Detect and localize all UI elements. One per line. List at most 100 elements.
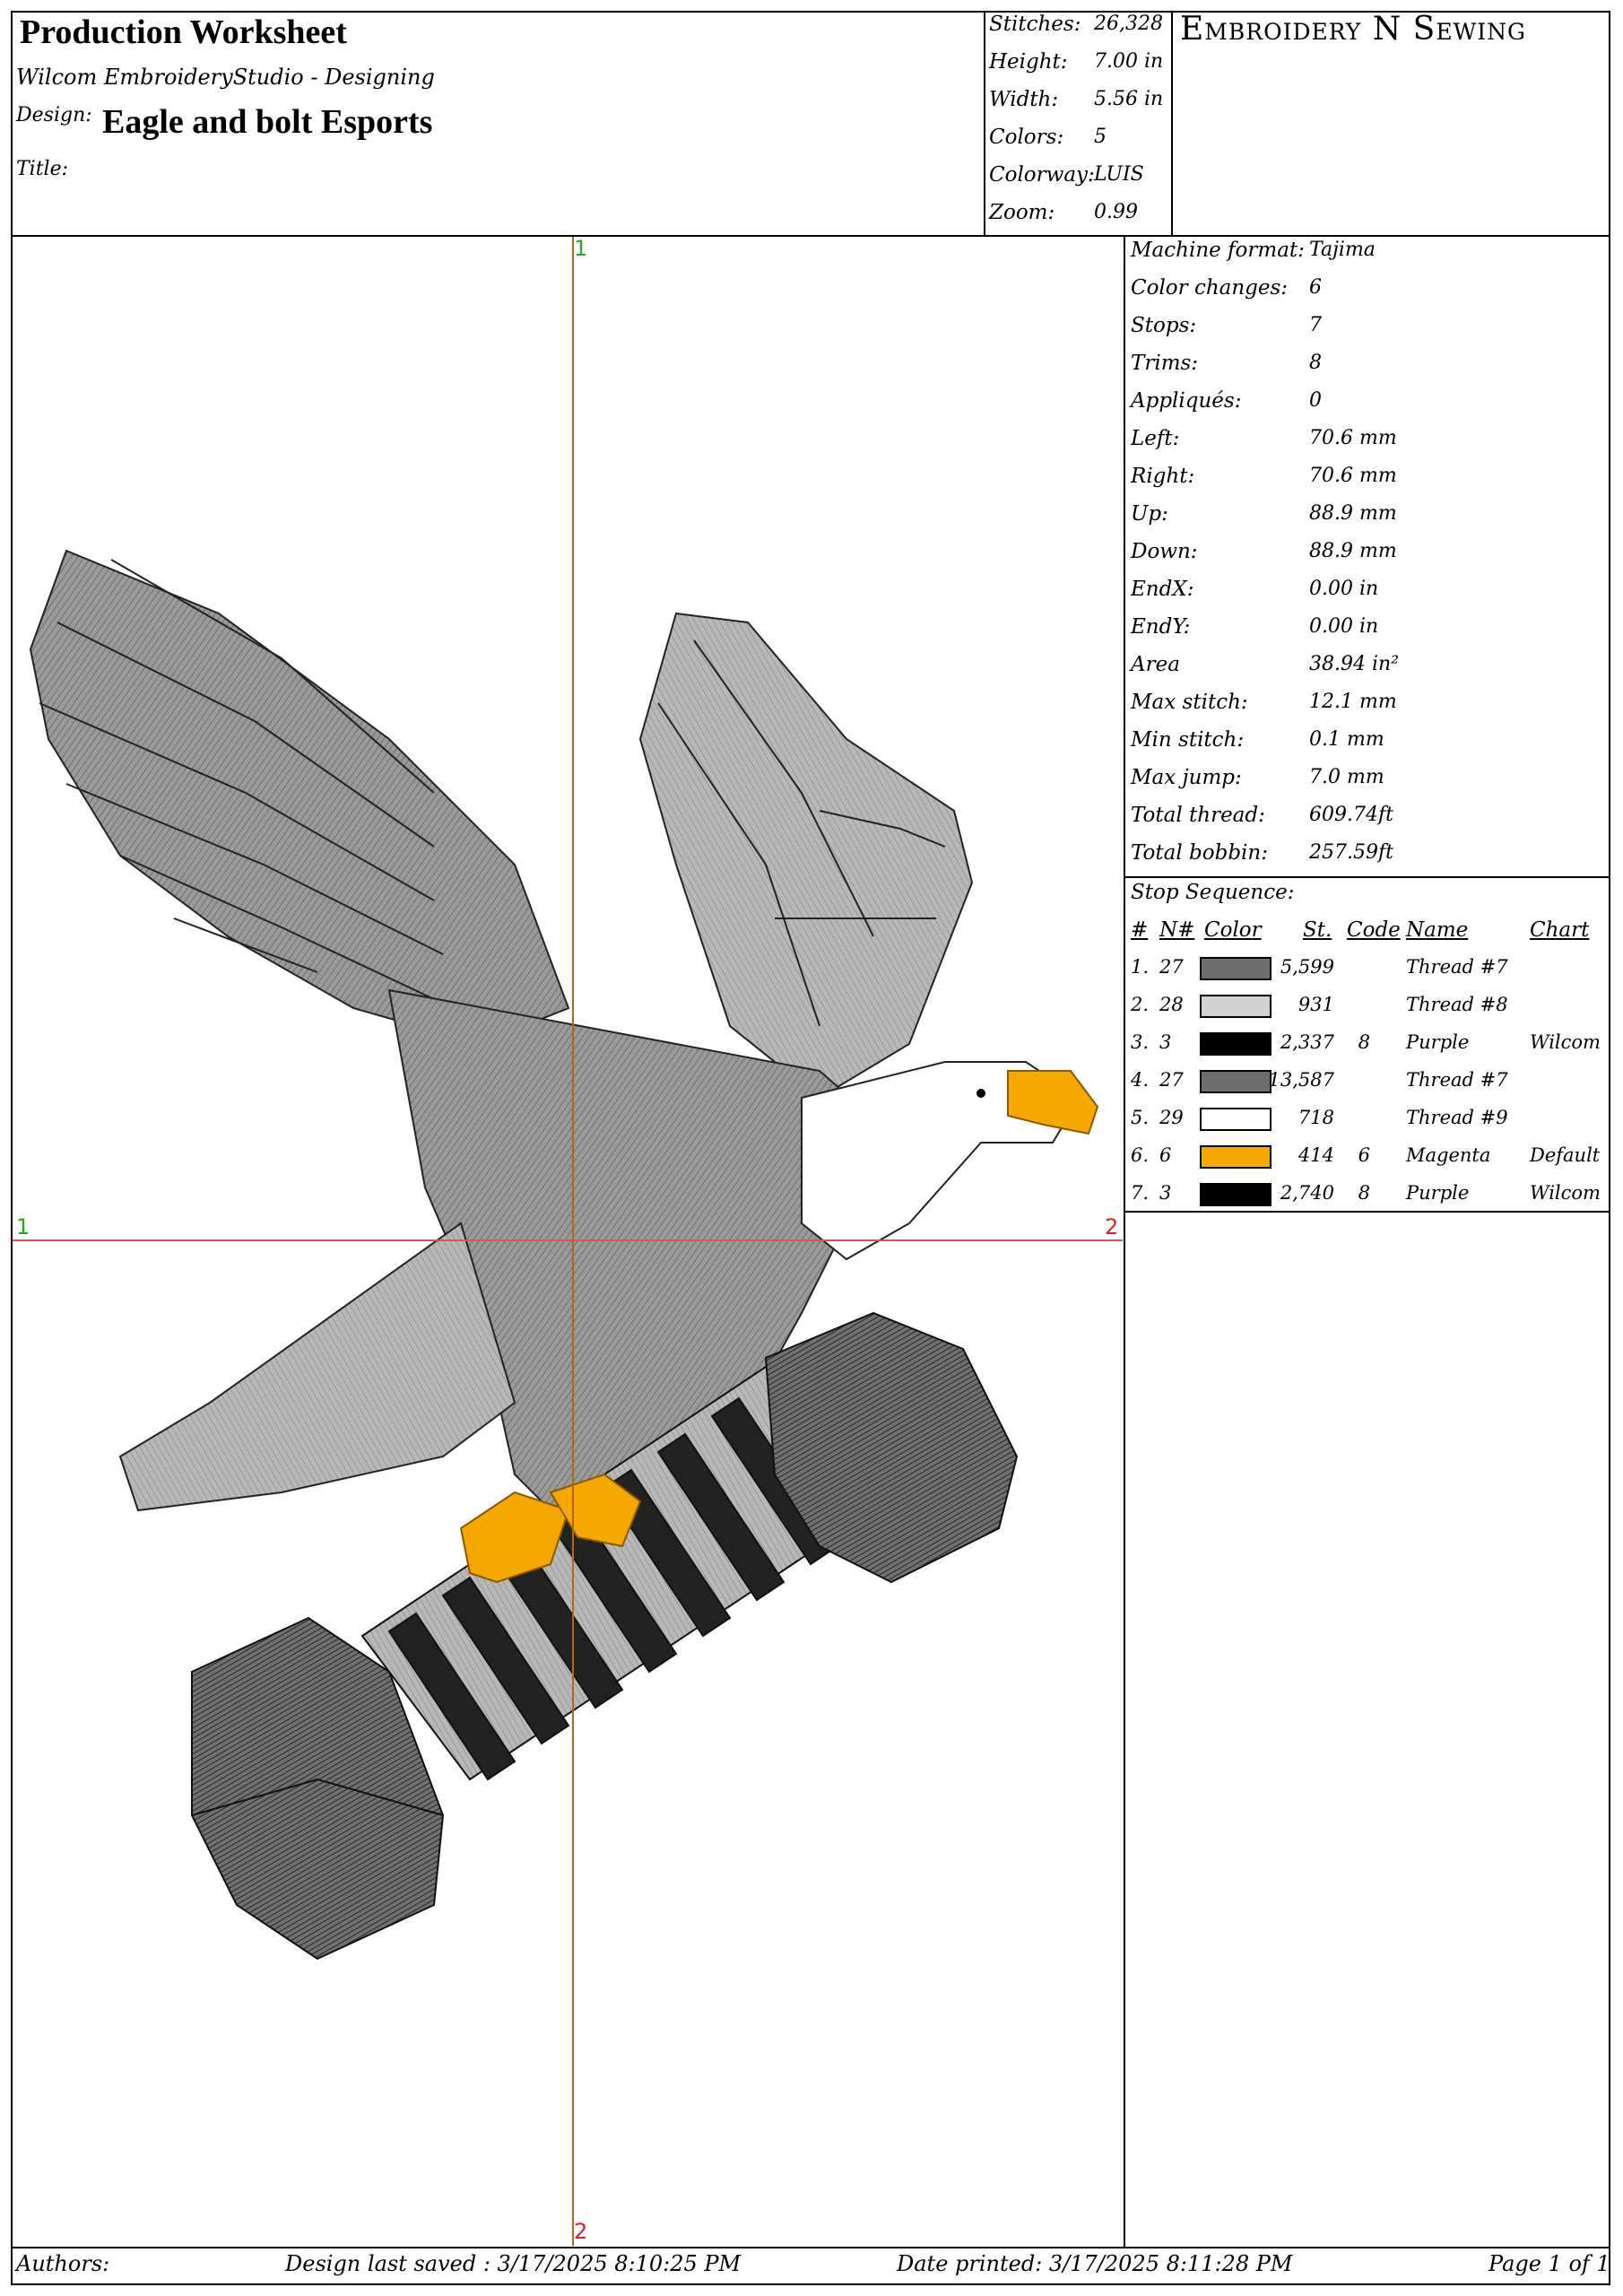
seq-code: 8 <box>1358 1031 1370 1053</box>
seq-stitches: 718 <box>1298 1107 1334 1128</box>
seq-name: Purple <box>1406 1031 1470 1053</box>
stat-label: Max jump: <box>1131 766 1242 789</box>
col-header-name: Name <box>1406 918 1469 942</box>
thread-color-swatch <box>1200 957 1271 980</box>
summary-label: Zoom: <box>989 201 1055 224</box>
design-canvas <box>13 237 1123 2246</box>
seq-chart: Wilcom <box>1530 1182 1601 1204</box>
stat-label: Area <box>1131 653 1180 676</box>
summary-label: Colorway: <box>989 163 1095 187</box>
stat-value: 6 <box>1309 276 1322 299</box>
brand-name: Embroidery N Sewing <box>1180 11 1527 48</box>
seq-num: 4. <box>1131 1069 1150 1091</box>
bolt <box>191 1311 1019 1961</box>
stat-label: EndY: <box>1131 615 1191 639</box>
header-vdivider-2 <box>1171 11 1173 235</box>
stat-label: Up: <box>1131 502 1168 526</box>
stat-value: 8 <box>1309 352 1322 374</box>
stat-value: 0.00 in <box>1309 578 1379 600</box>
design-name: Eagle and bolt Esports <box>102 103 433 141</box>
panel-divider <box>1124 235 1125 2247</box>
header-vdivider-1 <box>984 11 985 235</box>
stat-label: Trims: <box>1131 352 1199 375</box>
page-frame <box>11 11 1610 2285</box>
seq-name: Thread #7 <box>1406 1069 1508 1091</box>
title-label: Title: <box>16 158 69 180</box>
thread-color-swatch <box>1200 1032 1271 1056</box>
seq-needle: 28 <box>1159 994 1184 1015</box>
summary-value: 0.99 <box>1094 201 1138 223</box>
seq-needle: 6 <box>1159 1144 1172 1166</box>
seq-name: Thread #8 <box>1406 994 1508 1015</box>
stat-value: 257.59ft <box>1309 841 1393 864</box>
seq-name: Magenta <box>1406 1144 1491 1166</box>
stat-label: Right: <box>1131 465 1195 488</box>
footer-date-printed: Date printed: 3/17/2025 8:11:28 PM <box>897 2251 1293 2276</box>
thread-color-swatch <box>1200 1183 1271 1206</box>
stat-label: Min stitch: <box>1131 728 1245 752</box>
summary-value: LUIS <box>1094 163 1144 186</box>
summary-label: Colors: <box>989 126 1064 149</box>
seq-stitches: 2,337 <box>1280 1031 1334 1053</box>
seq-needle: 29 <box>1159 1107 1184 1128</box>
thread-color-swatch <box>1200 1108 1271 1131</box>
stats-divider <box>1124 876 1610 878</box>
col-header-code: Code <box>1347 918 1401 942</box>
stat-value: 0 <box>1309 389 1322 412</box>
stat-value: 0.1 mm <box>1309 728 1384 751</box>
seq-name: Thread #7 <box>1406 956 1508 978</box>
seq-stitches: 2,740 <box>1280 1182 1334 1204</box>
seq-num: 7. <box>1131 1182 1150 1204</box>
guide-number-h-left: 1 <box>16 1214 30 1239</box>
seq-num: 6. <box>1131 1144 1150 1166</box>
col-header-num: # <box>1131 918 1149 942</box>
stat-value: 70.6 mm <box>1309 427 1397 449</box>
stat-value: 38.94 in² <box>1309 653 1399 675</box>
thread-color-swatch <box>1200 995 1271 1018</box>
summary-value: 5 <box>1094 126 1107 148</box>
stat-label: Total thread: <box>1131 804 1265 827</box>
seq-name: Purple <box>1406 1182 1470 1204</box>
seq-name: Thread #9 <box>1406 1107 1508 1128</box>
seq-num: 5. <box>1131 1107 1150 1128</box>
summary-label: Stitches: <box>989 13 1081 36</box>
left-wing <box>29 549 570 1046</box>
seq-stitches: 414 <box>1298 1144 1334 1166</box>
seq-chart: Wilcom <box>1530 1031 1601 1053</box>
seq-num: 1. <box>1131 956 1150 978</box>
design-label: Design: <box>16 104 92 126</box>
seq-needle: 3 <box>1159 1031 1172 1053</box>
thread-color-swatch <box>1200 1145 1271 1169</box>
stat-value: 7.0 mm <box>1309 766 1384 788</box>
stat-value: 88.9 mm <box>1309 502 1397 525</box>
seq-stitches: 931 <box>1298 994 1334 1015</box>
header-divider <box>11 235 1610 237</box>
stat-value: 88.9 mm <box>1309 540 1397 562</box>
seq-code: 6 <box>1358 1144 1370 1166</box>
worksheet-title: Production Worksheet <box>20 13 347 51</box>
seq-needle: 3 <box>1159 1182 1172 1204</box>
stat-value: 7 <box>1309 314 1322 336</box>
summary-label: Height: <box>989 50 1068 74</box>
footer-authors: Authors: <box>16 2251 110 2276</box>
stat-label: Machine format: <box>1131 239 1305 262</box>
stat-label: Color changes: <box>1131 276 1289 300</box>
stat-value: 609.74ft <box>1309 804 1393 826</box>
stat-value: 70.6 mm <box>1309 465 1397 487</box>
col-header-chart: Chart <box>1530 918 1590 942</box>
seq-num: 3. <box>1131 1031 1150 1053</box>
footer-last-saved: Design last saved : 3/17/2025 8:10:25 PM <box>285 2251 742 2276</box>
sequence-divider <box>1124 1211 1610 1213</box>
stat-value: 12.1 mm <box>1309 691 1397 713</box>
summary-value: 5.56 in <box>1094 88 1164 110</box>
seq-code: 8 <box>1358 1182 1370 1204</box>
footer-divider <box>11 2247 1610 2248</box>
summary-value: 26,328 <box>1094 13 1163 35</box>
footer-page-number: Page 1 of 1 <box>1488 2251 1610 2276</box>
eagle-tail <box>118 1222 516 1512</box>
seq-needle: 27 <box>1159 1069 1184 1091</box>
eagle-beak <box>1007 1070 1099 1135</box>
stat-label: EndX: <box>1131 578 1194 601</box>
stat-label: Appliqués: <box>1131 389 1242 413</box>
col-header-n: N# <box>1159 918 1195 942</box>
